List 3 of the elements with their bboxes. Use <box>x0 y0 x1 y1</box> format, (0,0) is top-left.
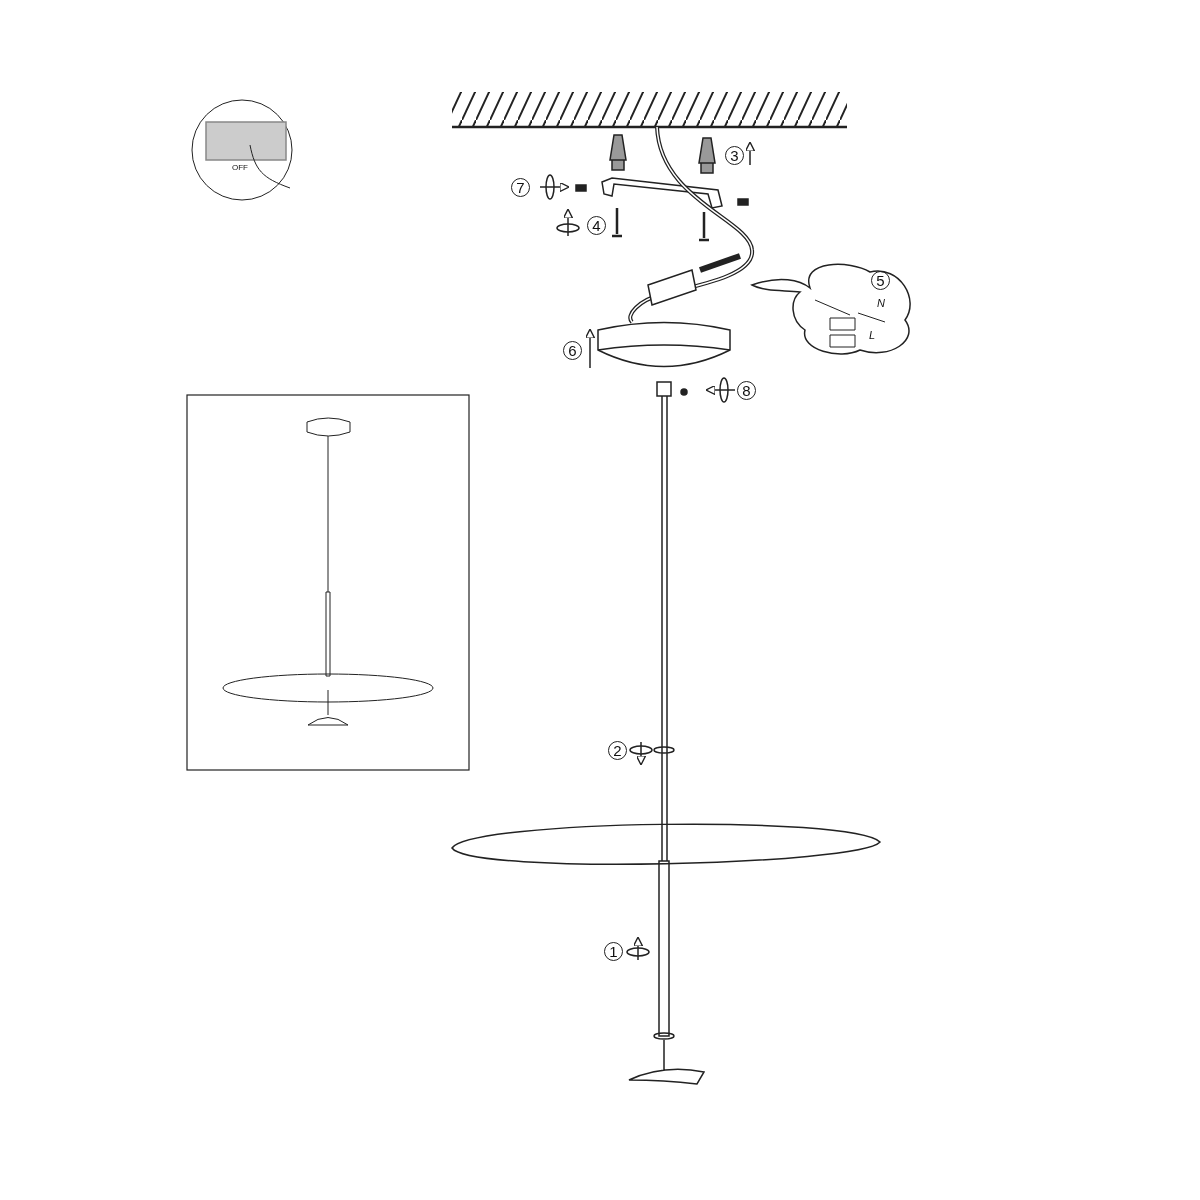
wire-label: N <box>877 298 885 309</box>
switch-label: OFF <box>232 164 248 172</box>
wire-label: L <box>869 330 876 341</box>
